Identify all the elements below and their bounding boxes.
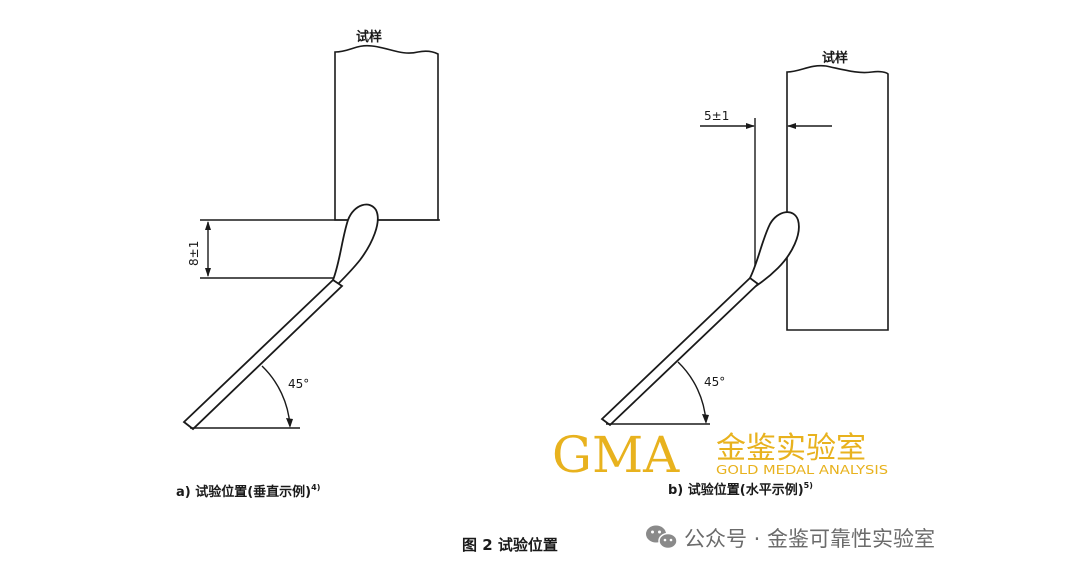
account-footer[interactable]: 公众号 · 金鉴可靠性实验室 bbox=[646, 525, 935, 552]
watermark-name-en: GOLD MEDAL ANALYSIS bbox=[716, 463, 888, 477]
panel-b-caption: b) 试验位置(水平示例)5) bbox=[668, 481, 813, 498]
panel-a-caption: a) 试验位置(垂直示例)4) bbox=[176, 483, 320, 500]
account-text: 公众号 · 金鉴可靠性实验室 bbox=[684, 527, 935, 551]
watermark-name-cn: 金鉴实验室 bbox=[716, 431, 866, 466]
panel-a: 试样 8±1 45° a) 试验位置(垂直示例)4) bbox=[176, 29, 440, 500]
panel-a-specimen bbox=[334, 44, 439, 221]
panel-b: 试样 5±1 45° b) 试验位置(水平示例)5) bbox=[600, 50, 889, 498]
panel-a-angle-arc bbox=[261, 365, 291, 427]
watermark-logo-text: GMA bbox=[552, 426, 680, 484]
wechat-icon bbox=[646, 525, 678, 550]
gma-watermark: GMA 金鉴实验室 GOLD MEDAL ANALYSIS bbox=[552, 426, 888, 484]
panel-b-dim-arrow-left bbox=[746, 123, 755, 129]
panel-b-dim-arrow-right bbox=[787, 123, 796, 129]
panel-a-dimension-label: 8±1 bbox=[187, 241, 201, 266]
panel-a-rod bbox=[182, 278, 344, 431]
panel-b-specimen bbox=[786, 64, 889, 331]
panel-a-flame-loop bbox=[331, 203, 379, 286]
panel-a-angle-arrow bbox=[286, 418, 293, 428]
panel-b-dimension-label: 5±1 bbox=[704, 109, 729, 123]
panel-a-dim-arrow-down bbox=[205, 268, 211, 277]
panel-b-sample-label: 试样 bbox=[822, 50, 848, 66]
panel-b-flame-loop bbox=[748, 211, 800, 288]
panel-b-angle-arc bbox=[677, 361, 707, 423]
panel-a-sample-label: 试样 bbox=[356, 29, 382, 45]
panel-b-rod bbox=[600, 276, 760, 427]
figure-title: 图 2 试验位置 bbox=[462, 536, 558, 554]
panel-b-angle-arrow bbox=[702, 414, 709, 424]
panel-a-dim-arrow-up bbox=[205, 221, 211, 230]
panel-b-angle-label: 45° bbox=[704, 375, 725, 389]
panel-a-angle-label: 45° bbox=[288, 377, 309, 391]
